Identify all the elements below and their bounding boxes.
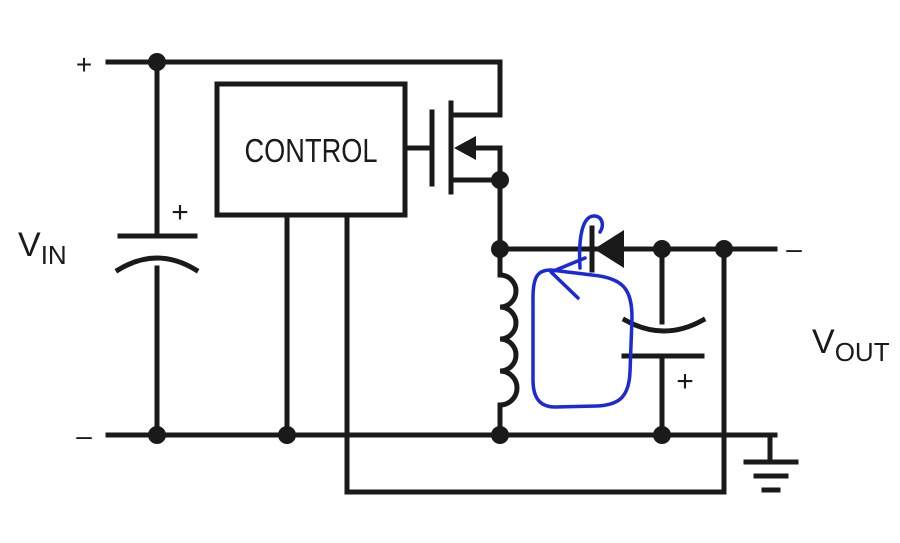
diode-triangle-icon <box>594 230 624 268</box>
annotation-hook <box>577 214 605 270</box>
annotation-arrowhead <box>549 256 587 300</box>
vin-label: VIN <box>18 226 67 270</box>
ground-symbol <box>743 459 799 493</box>
vin-label-main: V <box>18 226 41 264</box>
top-rail-wire <box>105 59 503 118</box>
junctions <box>148 53 733 444</box>
control-box <box>214 81 408 218</box>
cin-plus-label: + <box>171 196 189 229</box>
junction-dot <box>148 426 166 444</box>
cin-plate-curved <box>114 255 200 274</box>
input-minus-label: – <box>76 420 92 451</box>
p-mosfet-switch <box>429 100 503 195</box>
labels: + – + – + CONTROL VIN VOUT <box>18 49 890 451</box>
vout-label: VOUT <box>812 323 890 367</box>
junction-dot <box>653 426 671 444</box>
control-block <box>214 81 408 218</box>
control-block-label: CONTROL <box>245 132 378 169</box>
diode <box>589 225 624 273</box>
inductor-coil <box>497 272 520 408</box>
output-capacitor <box>621 316 707 359</box>
inductor <box>497 246 520 408</box>
junction-dot <box>653 240 671 258</box>
cout-plus-label: + <box>676 365 694 398</box>
input-capacitor <box>114 233 200 274</box>
hand-drawn-current-loop-icon <box>531 214 634 409</box>
mosfet-arrow-icon <box>454 136 476 160</box>
feedback-loop-wire <box>344 212 727 495</box>
junction-dot <box>148 53 166 71</box>
wires <box>105 59 778 495</box>
annotation-loop <box>531 268 634 409</box>
vout-label-main: V <box>812 323 835 361</box>
output-minus-label: – <box>786 233 802 264</box>
junction-dot <box>278 426 296 444</box>
junction-dot <box>715 240 733 258</box>
junction-dot <box>491 426 509 444</box>
vout-label-sub: OUT <box>835 337 890 367</box>
input-plus-label: + <box>76 49 92 80</box>
vin-label-sub: IN <box>41 240 67 270</box>
